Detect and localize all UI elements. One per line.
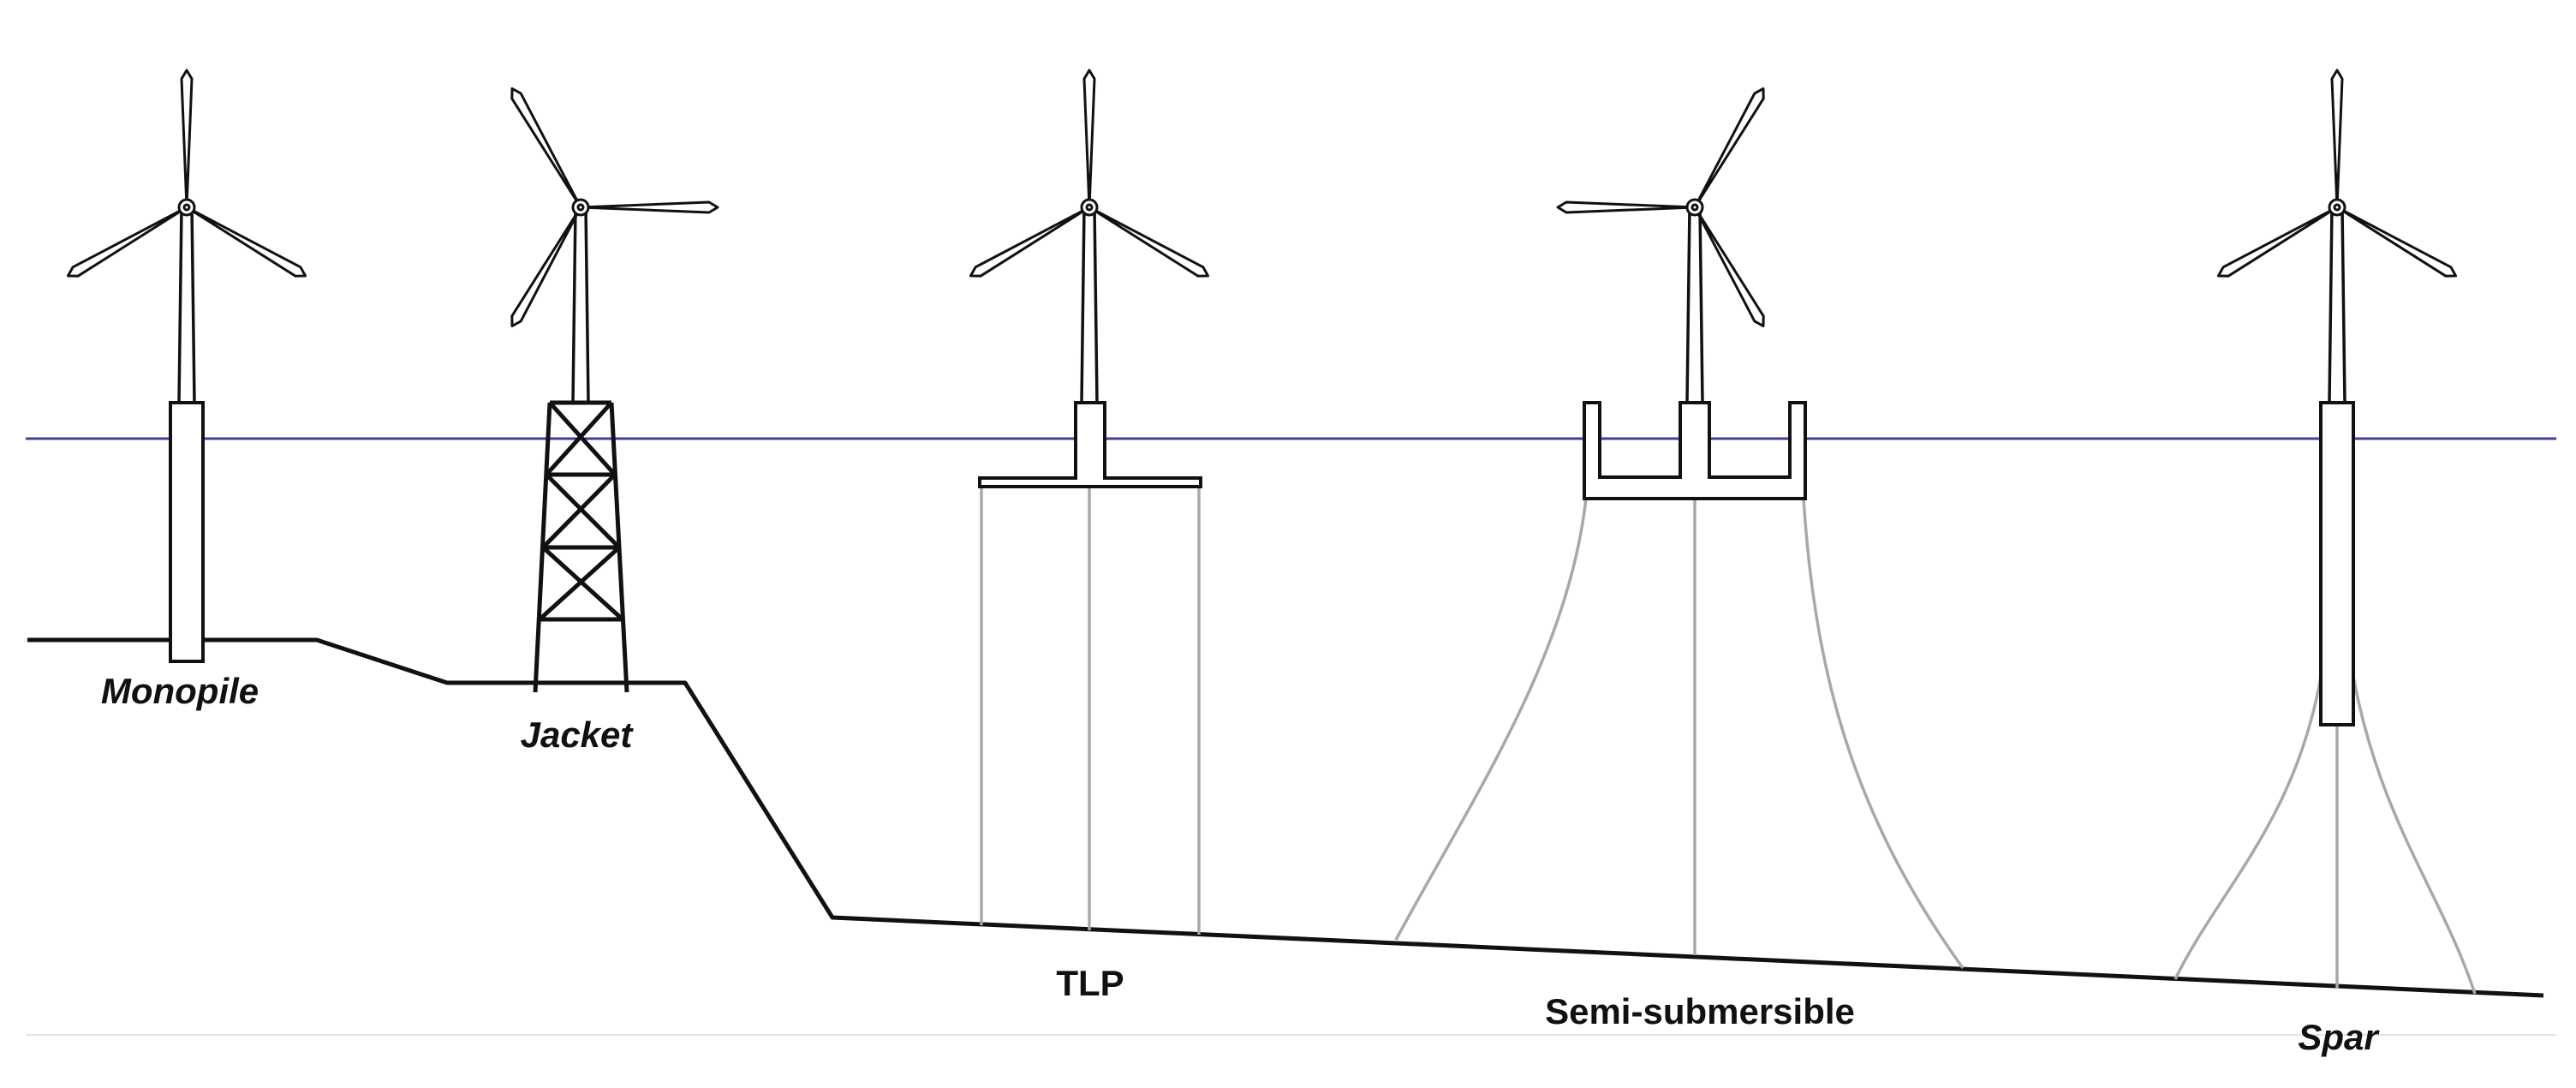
tlp-label: TLP (1056, 963, 1124, 1003)
jacket-tower (571, 206, 590, 404)
spar-tower (2328, 206, 2346, 404)
semi-submersible-turbine (1394, 27, 1965, 970)
monopile-turbine (63, 69, 310, 663)
spar-mooring-left (2174, 676, 2323, 980)
spar-turbine (2174, 69, 2477, 995)
seabed-line (27, 637, 2544, 998)
tlp-tower (1080, 206, 1099, 404)
spar-buoy (2319, 401, 2355, 726)
monopile-label: Monopile (101, 671, 259, 711)
tlp-platform (978, 401, 1202, 488)
spar-label: Spar (2298, 1017, 2380, 1057)
jacket-label: Jacket (521, 714, 635, 755)
jacket-turbine (405, 27, 724, 693)
jacket-rotor (405, 27, 724, 333)
semi-tower (1685, 206, 1704, 404)
spar-mooring-right (2352, 676, 2477, 995)
semi-mooring-left (1394, 498, 1588, 941)
monopile-foundation (169, 401, 205, 663)
semi-rotor (1552, 27, 1870, 333)
monopile-tower (177, 206, 196, 404)
semi-submersible-label: Semi-submersible (1545, 991, 1855, 1031)
tlp-turbine (966, 69, 1213, 935)
jacket-lattice-foundation (533, 400, 629, 693)
semi-submersible-platform (1583, 401, 1807, 500)
semi-mooring-right (1802, 498, 1965, 970)
